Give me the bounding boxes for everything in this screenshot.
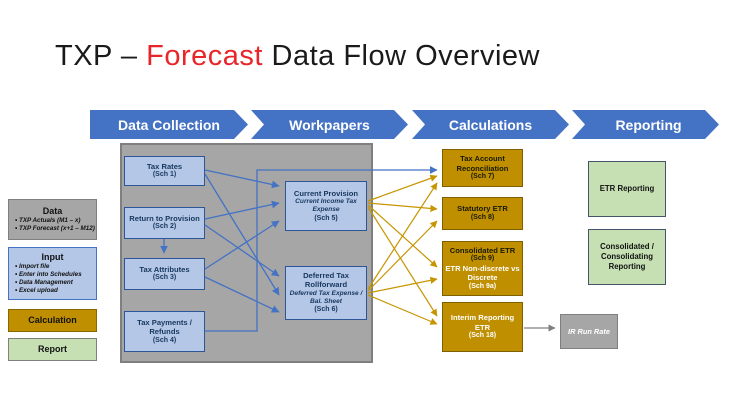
deferred-tax-rollforward-box: Deferred Tax Rollforward Deferred Tax Ex…: [285, 266, 367, 320]
legend-input-item: Excel upload: [9, 287, 96, 295]
current-provision-subtitle: Current Income Tax Expense: [295, 198, 357, 214]
return-to-provision-sch: (Sch 2): [152, 223, 177, 231]
tax-payments-box: Tax Payments / Refunds (Sch 4): [124, 311, 205, 352]
tax-account-reconciliation-box: Tax Account Reconciliation (Sch 7): [442, 149, 523, 187]
current-provision-title: Current Provision: [293, 188, 359, 198]
arrow-current-provision-to-statutory-etr: [367, 202, 438, 213]
phase-reporting: Reporting: [572, 110, 719, 139]
current-provision-box: Current Provision Current Income Tax Exp…: [285, 181, 367, 231]
return-to-provision-title: Return to Provision: [129, 213, 200, 223]
legend-report-box: Report: [8, 338, 97, 361]
arrow-deferred-tax-to-interim-etr: [367, 294, 438, 325]
return-to-provision-box: Return to Provision (Sch 2): [124, 207, 205, 239]
legend-input-item: Import file: [9, 263, 96, 271]
arrow-deferred-tax-to-consolidated-etr: [367, 276, 438, 294]
phase-data-collection: Data Collection: [90, 110, 248, 139]
title-suffix: Data Flow Overview: [262, 40, 540, 72]
title-prefix: TXP –: [55, 40, 147, 72]
tax-rates-sch: (Sch 1): [152, 171, 177, 179]
etr-reporting-label: ETR Reporting: [599, 184, 655, 194]
consolidated-reporting-label: Consolidated / Consolidating Reporting: [600, 242, 654, 271]
page-title: TXP – Forecast Data Flow Overview: [55, 40, 540, 73]
legend-input-item: Data Management: [9, 279, 96, 287]
tax-payments-sch: (Sch 4): [152, 336, 177, 344]
phase-workpapers: Workpapers: [251, 110, 408, 139]
consolidated-etr-subtitle-sch: (Sch 9a): [468, 282, 497, 290]
interim-reporting-etr-sch: (Sch 18): [468, 332, 497, 340]
consolidated-etr-sch: (Sch 9): [470, 255, 495, 262]
deferred-tax-title: Deferred Tax Rollforward: [303, 270, 349, 290]
tax-attributes-title: Tax Attributes: [139, 264, 190, 274]
statutory-etr-box: Statutory ETR (Sch 8): [442, 197, 523, 230]
legend-calculation-label: Calculation: [28, 314, 77, 325]
arrow-current-provision-to-consolidated-etr: [367, 204, 438, 268]
arrow-deferred-tax-to-statutory-etr: [367, 220, 438, 292]
consolidated-etr-box: Consolidated ETR (Sch 9) ETR Non-discret…: [442, 241, 523, 296]
deferred-tax-subtitle: Deferred Tax Expense / Bal. Sheet: [289, 289, 363, 306]
statutory-etr-title: Statutory ETR: [457, 204, 508, 214]
tax-attributes-box: Tax Attributes (Sch 3): [124, 258, 205, 290]
interim-reporting-etr-box: Interim Reporting ETR (Sch 18): [442, 302, 523, 352]
arrow-current-provision-to-interim-etr: [367, 206, 438, 317]
consolidated-reporting-box: Consolidated / Consolidating Reporting: [588, 229, 666, 285]
legend-input-title: Input: [41, 252, 64, 263]
legend-input-box: Input Import file Enter into Schedules D…: [8, 247, 97, 300]
deferred-tax-sch: (Sch 6): [314, 306, 338, 314]
legend-data-box: Data TXP Actuals (M1 – x) TXP Forecast (…: [8, 199, 97, 240]
statutory-etr-sch: (Sch 8): [470, 213, 495, 221]
etr-reporting-box: ETR Reporting: [588, 161, 666, 217]
tax-account-reconciliation-sch: (Sch 7): [470, 173, 495, 181]
current-provision-sch: (Sch 5): [314, 214, 338, 222]
consolidated-etr-title: Consolidated ETR: [449, 245, 516, 255]
legend-calculation-box: Calculation: [8, 309, 97, 332]
tax-rates-title: Tax Rates: [146, 161, 183, 171]
ir-run-rate-label: IR Run Rate: [568, 326, 610, 336]
tax-payments-title: Tax Payments / Refunds: [137, 317, 192, 337]
arrow-deferred-tax-to-tax-account-reconciliation: [367, 182, 438, 290]
tax-account-reconciliation-title: Tax Account Reconciliation: [456, 154, 509, 173]
legend-input-item: Enter into Schedules: [9, 271, 96, 279]
legend-data-title: Data: [42, 206, 63, 217]
tax-attributes-sch: (Sch 3): [152, 274, 177, 282]
consolidated-etr-subtitle: ETR Non-discrete vs Discrete: [445, 263, 520, 283]
title-highlight: Forecast: [146, 40, 263, 72]
ir-run-rate-box: IR Run Rate: [560, 314, 618, 349]
legend-data-item: TXP Forecast (x+1 – M12): [9, 225, 96, 233]
legend-data-item: TXP Actuals (M1 – x): [9, 217, 96, 225]
tax-rates-box: Tax Rates (Sch 1): [124, 156, 205, 186]
phase-calculations: Calculations: [412, 110, 569, 139]
arrow-current-provision-to-tax-account-reconciliation: [367, 174, 438, 202]
legend-report-label: Report: [38, 343, 67, 354]
interim-reporting-etr-title: Interim Reporting ETR: [450, 313, 515, 332]
